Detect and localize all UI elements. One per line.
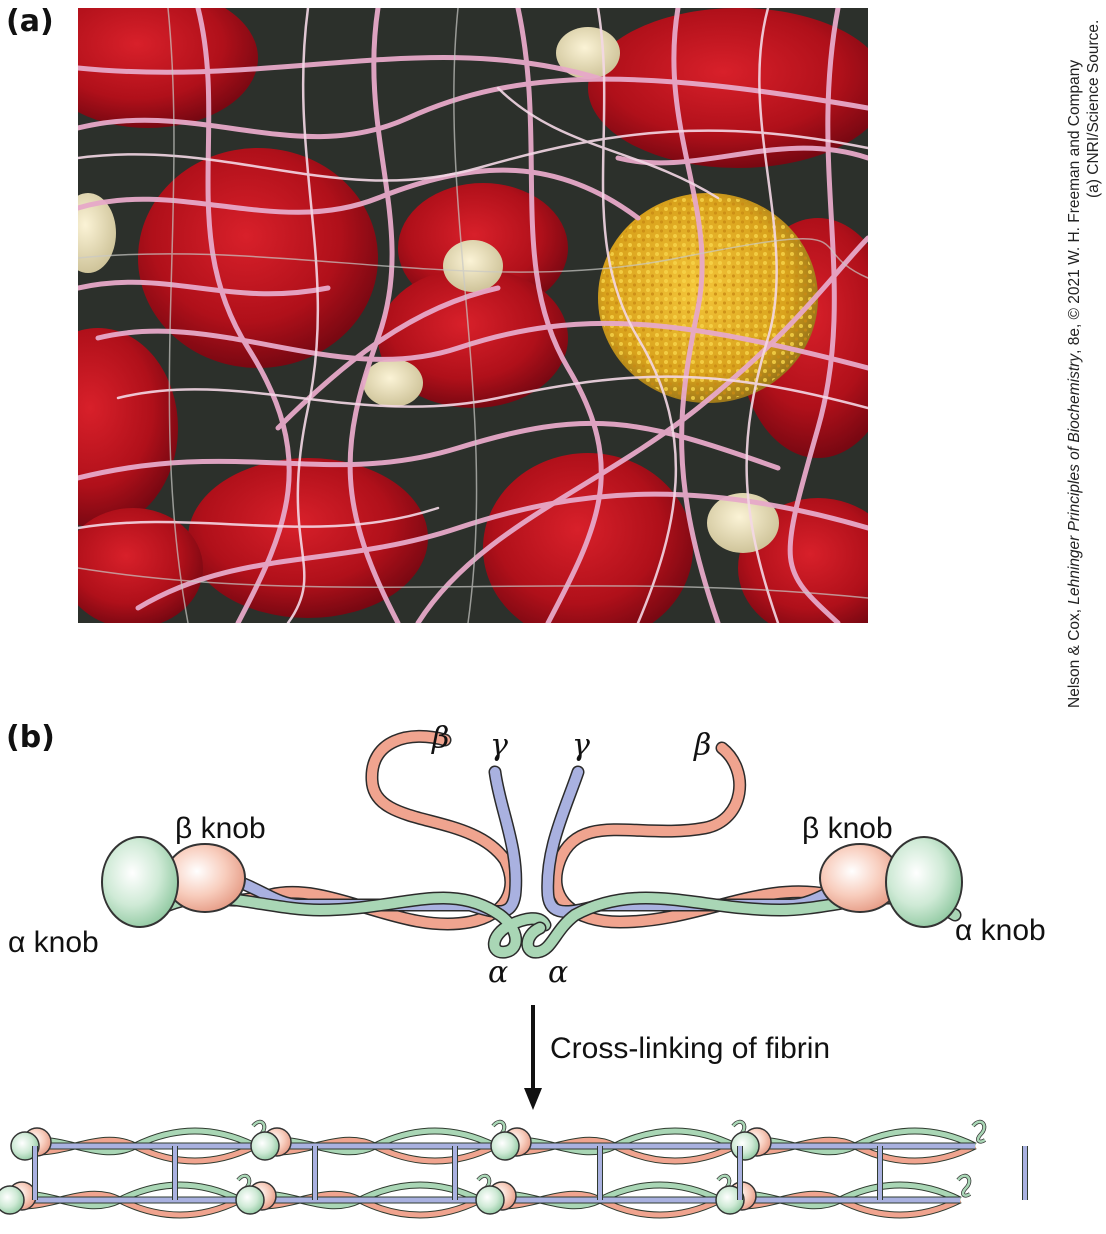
- cross-linked-fibrin: [0, 1122, 1028, 1215]
- credit-line-1: Nelson & Cox, Lehninger Principles of Bi…: [1066, 60, 1083, 708]
- label-beta-knob-right: β knob: [802, 812, 893, 845]
- label-gamma-left: γ: [490, 728, 508, 763]
- label-alpha-knob-left: α knob: [8, 926, 99, 959]
- panel-a-label: (a): [6, 4, 54, 39]
- alpha-knob-left: [101, 836, 179, 928]
- alpha-knob-right: [885, 836, 963, 928]
- down-arrow: [524, 1005, 542, 1110]
- panel-b-label: (b): [6, 720, 55, 755]
- label-beta-left: β: [431, 721, 449, 756]
- label-alpha-knob-right: α knob: [955, 914, 1046, 947]
- label-beta-knob-left: β knob: [175, 812, 266, 845]
- label-gamma-right: γ: [572, 728, 590, 763]
- copyright-credit: Nelson & Cox, Lehninger Principles of Bi…: [1064, 2, 1104, 708]
- fibrin-strands: [78, 8, 868, 623]
- white-blood-cell: [598, 193, 818, 403]
- credit-line-2: (a) CNRI/Science Source.: [1085, 20, 1102, 198]
- right-knobs: [819, 836, 963, 928]
- label-beta-right: β: [693, 728, 711, 763]
- label-alpha-right: α: [548, 955, 568, 990]
- fibrinogen-diagram: β γ γ β β knob β knob α knob α knob α α …: [0, 721, 1046, 1234]
- label-cross-linking: Cross-linking of fibrin: [550, 1032, 830, 1065]
- fibrin-clot-micrograph: [78, 8, 868, 623]
- label-alpha-left: α: [488, 955, 508, 990]
- left-knobs: [101, 836, 246, 928]
